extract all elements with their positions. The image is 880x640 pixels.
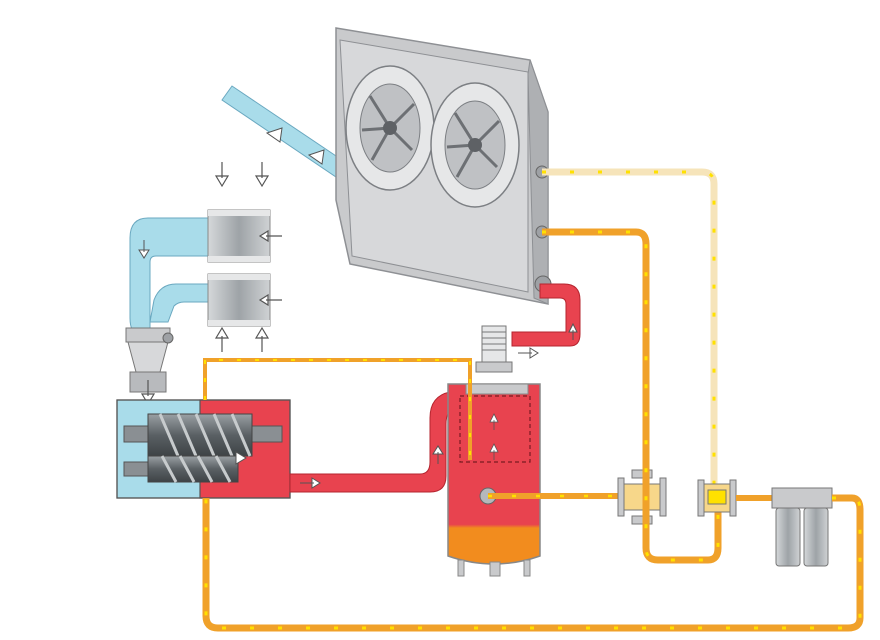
minimum-pressure-valve [475, 325, 513, 373]
oil-flow-markers [204, 359, 471, 460]
down-arrow-icon [254, 162, 270, 188]
up-arrow-icon [432, 445, 444, 464]
down-arrow-icon [214, 162, 230, 188]
up-arrow-icon [489, 413, 499, 430]
compressed-air-oil-line [289, 391, 456, 493]
up-arrow-icon [489, 443, 499, 460]
right-arrow-icon [235, 451, 247, 465]
left-arrow-icon [258, 229, 282, 243]
oil-feed-loop [202, 494, 864, 632]
thermostatic-valve [617, 469, 667, 525]
down-arrow-icon [138, 240, 150, 259]
air-inlet-filter-lower [207, 273, 282, 327]
flow-arrow-icon [307, 149, 325, 165]
flow-arrow-icon [265, 127, 283, 143]
left-arrow-icon [258, 293, 282, 307]
oil-flow-markers [542, 170, 716, 486]
oil-filter [771, 487, 833, 567]
air-inlet-filter-upper [207, 209, 282, 263]
intake-manifold-branch [149, 283, 211, 323]
up-arrow-icon [568, 322, 578, 340]
intake-arrows [214, 162, 270, 352]
air-exhaust-duct [221, 85, 346, 178]
oil-separator-tank [447, 383, 541, 577]
right-arrow-icon [518, 347, 539, 359]
fan-icon [345, 65, 435, 191]
oil-filter-housing [697, 479, 737, 517]
cooler-fan-unit [335, 27, 552, 305]
fan-icon [430, 82, 520, 208]
inlet-valve [125, 327, 174, 406]
up-arrow-icon [254, 326, 270, 352]
up-arrow-icon [214, 326, 230, 352]
oil-flow-markers [542, 230, 720, 562]
down-arrow-icon [140, 380, 156, 406]
screw-compressor-element [116, 399, 291, 499]
right-arrow-icon [300, 477, 321, 489]
hot-oil-line [542, 228, 722, 564]
